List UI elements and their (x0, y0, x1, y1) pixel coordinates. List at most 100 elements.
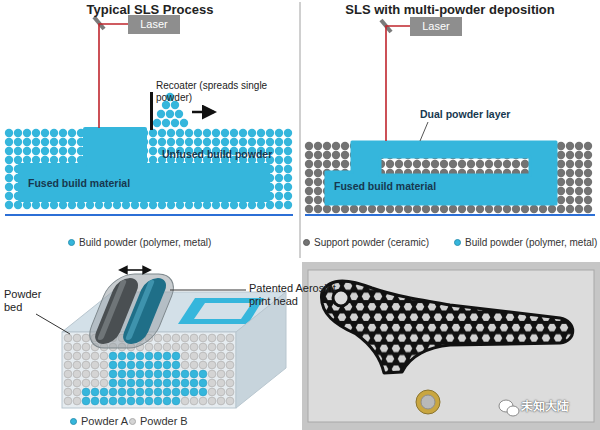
powder-grain (73, 352, 81, 360)
powder-grain (212, 138, 220, 146)
powder-grain (50, 201, 58, 209)
powder-grain (118, 397, 126, 405)
powder-grain (217, 397, 225, 405)
powder-grid (64, 334, 234, 405)
legend-entry: Powder B (129, 415, 188, 427)
head-housing (83, 274, 181, 348)
powder-grain (485, 205, 493, 213)
region-label: Fused build material (334, 180, 484, 192)
powder-grain (305, 196, 313, 204)
powder-grain (32, 201, 40, 209)
legend-text: Build powder (polymer, metal) (79, 237, 211, 248)
powder-grain (467, 205, 475, 213)
powder-grain (118, 388, 126, 396)
powder-grain (181, 334, 189, 342)
powder-grain (217, 352, 225, 360)
powder-grain (284, 165, 292, 173)
region-label: Unfused build powder (162, 148, 292, 160)
powder-grain (386, 160, 394, 168)
powder-grain (208, 334, 216, 342)
leader-line (420, 122, 428, 141)
powder-grain (199, 343, 207, 351)
powder-grain (127, 370, 135, 378)
powder-grain (275, 192, 283, 200)
powder-grain (275, 201, 283, 209)
powder-grain (275, 147, 283, 155)
powder-grain (167, 129, 175, 137)
powder-grain (314, 169, 322, 177)
powder-grain (199, 352, 207, 360)
powder-grain (341, 151, 349, 159)
powder-grain (59, 201, 67, 209)
powder-grain (104, 201, 112, 209)
powder-grain (149, 147, 157, 155)
powder-grain (41, 156, 49, 164)
recoater-blade (150, 92, 153, 130)
powder-grain (190, 379, 198, 387)
powder-grain (323, 142, 331, 150)
powder-grain (557, 142, 565, 150)
powder-grain (167, 138, 175, 146)
powder-grain (100, 379, 108, 387)
powder-grain (230, 201, 238, 209)
powder-grain (217, 334, 225, 342)
powder-grain (172, 352, 180, 360)
motion-arrow (192, 111, 214, 114)
powder-grain (208, 361, 216, 369)
powder-grain (5, 147, 13, 155)
powder-grain (73, 361, 81, 369)
powder-grain (199, 370, 207, 378)
powder-grain (190, 343, 198, 351)
powder-grain (275, 174, 283, 182)
powder-grain (73, 370, 81, 378)
fused-region (326, 142, 556, 204)
powder-grain (566, 142, 574, 150)
icon-bubble (507, 406, 519, 416)
powder-grain (557, 160, 565, 168)
powder-grain (194, 138, 202, 146)
powder-grain (203, 138, 211, 146)
roller-highlight (97, 280, 127, 340)
legend-text: Powder B (140, 415, 188, 427)
powder-grain (64, 352, 72, 360)
powder-grain (199, 334, 207, 342)
powder-grain (14, 138, 22, 146)
roller (119, 278, 170, 344)
powder-grain (575, 142, 583, 150)
powder-grain (208, 370, 216, 378)
powder-grain (494, 160, 502, 168)
powder-grain (5, 129, 13, 137)
powder-grain (548, 205, 556, 213)
watermark: 未知大陆 (521, 400, 596, 414)
powder-grain (68, 138, 76, 146)
powder-grain (32, 138, 40, 146)
powder-grain (368, 205, 376, 213)
powder-grain (82, 370, 90, 378)
powder-grain (100, 352, 108, 360)
powder-grain (154, 370, 162, 378)
powder-grain (584, 196, 592, 204)
powder-grain (440, 160, 448, 168)
powder-grain (163, 343, 171, 351)
powder-grain (163, 388, 171, 396)
powder-grain (239, 129, 247, 137)
powder-grain (341, 142, 349, 150)
powder-grain (127, 352, 135, 360)
powder-grain (180, 119, 188, 127)
powder-grain (449, 160, 457, 168)
powder-grain (199, 361, 207, 369)
powder-grain (566, 178, 574, 186)
powder-grain (217, 388, 225, 396)
powder-grain (109, 397, 117, 405)
bed-front-face (62, 332, 236, 408)
powder-grain (190, 370, 198, 378)
powder-grain (59, 156, 67, 164)
powder-grain (14, 129, 22, 137)
legend-text: Powder A (81, 415, 128, 427)
powder-grain (476, 205, 484, 213)
powder-grain (64, 379, 72, 387)
powder-grain (149, 201, 157, 209)
powder-grain (109, 352, 117, 360)
powder-grain (584, 160, 592, 168)
